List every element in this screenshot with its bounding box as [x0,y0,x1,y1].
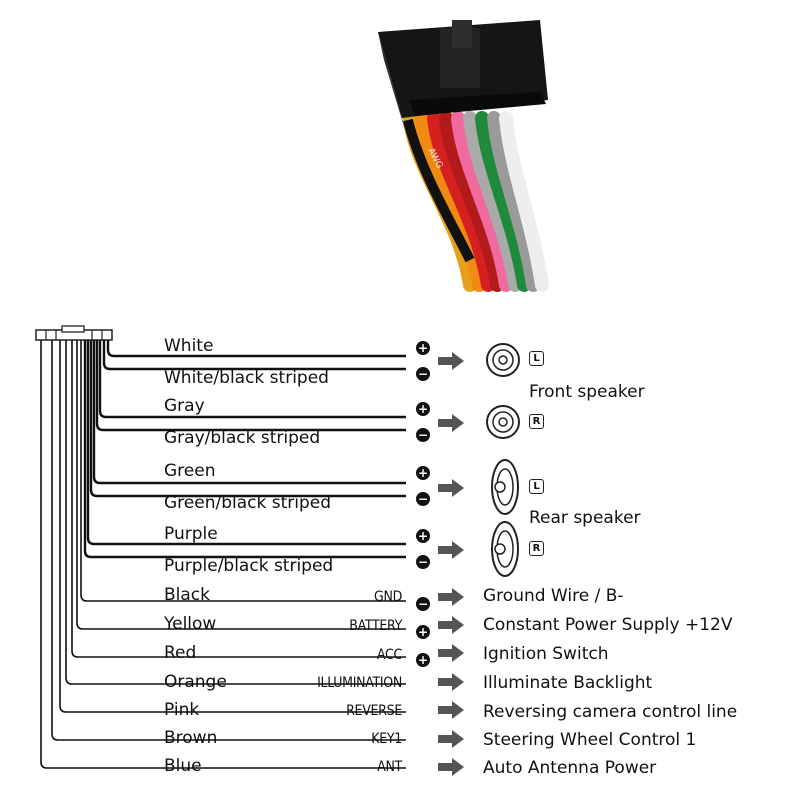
photo-wire [475,111,531,292]
right-arrow-icon [438,479,464,497]
photo-wire [487,111,540,292]
harness-wire [89,340,406,498]
speaker-badge-front-right: R [529,414,544,429]
right-arrow-icon [438,673,464,691]
wire-label-orange: Orange [164,672,227,692]
harness-wire [102,340,406,371]
wire-label-blue: Blue [164,756,202,776]
function-label-ground: Ground Wire / B- [483,586,624,606]
polarity-plus-icon: + [416,466,430,480]
harness-wire [106,340,406,358]
code-label-illumination: ILLUMINATION [317,675,402,691]
right-arrow-icon [438,616,464,634]
polarity-plus-icon: + [416,341,430,355]
wire-label-white-black: White/black striped [164,368,329,388]
polarity-minus-icon: − [416,492,430,506]
photo-wire [463,111,522,292]
wire-label-red: Red [164,643,197,663]
polarity-plus-icon: + [416,529,430,543]
right-arrow-icon [438,588,464,606]
wire-label-white: White [164,336,214,356]
wire-label-yellow: Yellow [164,614,217,634]
harness-wire [83,340,406,559]
harness-wire [51,340,406,741]
connector-housing [378,20,548,140]
harness-wire [95,340,406,432]
front-speaker-label: Front speaker [529,382,645,402]
harness-wire [86,340,406,546]
code-label-reverse: REVERSE [346,703,402,719]
polarity-minus-icon: − [416,597,430,611]
wire-label-gray-black: Gray/black striped [164,428,321,448]
connector-photo: AWG [378,20,549,292]
right-arrow-icon [438,758,464,776]
wire-label-gray: Gray [164,396,205,416]
harness-wire [71,340,406,658]
polarity-plus-icon: + [416,402,430,416]
arrows [438,352,464,776]
wire-label-purple-black: Purple/black striped [164,556,334,576]
wire-label-brown: Brown [164,728,218,748]
code-label-key1: KEY1 [371,731,402,747]
polarity-plus-icon: + [416,653,430,667]
speaker-icon [494,543,506,555]
harness-connector-outline [35,325,113,341]
right-arrow-icon [438,414,464,432]
right-arrow-icon [438,541,464,559]
code-label-gnd: GND [374,589,402,605]
photo-wire [499,111,549,292]
function-label-antenna: Auto Antenna Power [483,758,657,778]
polarity-minus-icon: − [416,555,430,569]
speaker-badge-front-left: L [529,351,544,366]
code-label-battery: BATTERY [349,618,402,634]
right-arrow-icon [438,644,464,662]
speaker-badge-rear-right: R [529,541,544,556]
polarity-minus-icon: − [416,428,430,442]
harness-wires [40,340,406,769]
right-arrow-icon [438,352,464,370]
harness-wire [76,340,406,630]
harness-wire [92,340,406,485]
speaker-icon [498,355,508,365]
harness-wire [98,340,406,419]
wire-label-black: Black [164,585,210,605]
right-arrow-icon [438,701,464,719]
wire-label-purple: Purple [164,524,218,544]
polarity-minus-icon: − [416,367,430,381]
harness-wire [65,340,406,685]
speaker-symbols [486,343,520,577]
function-label-ignition: Ignition Switch [483,644,609,664]
photo-wire [427,111,495,292]
speaker-icon [494,481,506,493]
wire-label-green-black: Green/black striped [164,493,332,513]
speaker-badge-rear-left: L [529,479,544,494]
function-label-steering-wheel: Steering Wheel Control 1 [483,730,697,750]
photo-wire [439,111,504,292]
code-label-acc: ACC [376,647,402,663]
harness-wire [80,340,406,602]
harness-wire [40,340,406,769]
code-label-ant: ANT [377,759,402,775]
function-label-constant-power: Constant Power Supply +12V [483,615,733,635]
speaker-icon [498,417,508,427]
rear-speaker-label: Rear speaker [529,508,641,528]
photo-wire-bundle [403,111,549,292]
right-arrow-icon [438,730,464,748]
photo-wire [403,118,475,263]
polarity-plus-icon: + [416,625,430,639]
photo-wire [451,111,513,292]
wire-label-pink: Pink [164,700,200,720]
harness-wire [59,340,406,713]
photo-wire [415,111,486,292]
function-label-reverse-camera: Reversing camera control line [483,702,738,722]
function-label-backlight: Illuminate Backlight [483,673,653,693]
wire-label-green: Green [164,461,216,481]
